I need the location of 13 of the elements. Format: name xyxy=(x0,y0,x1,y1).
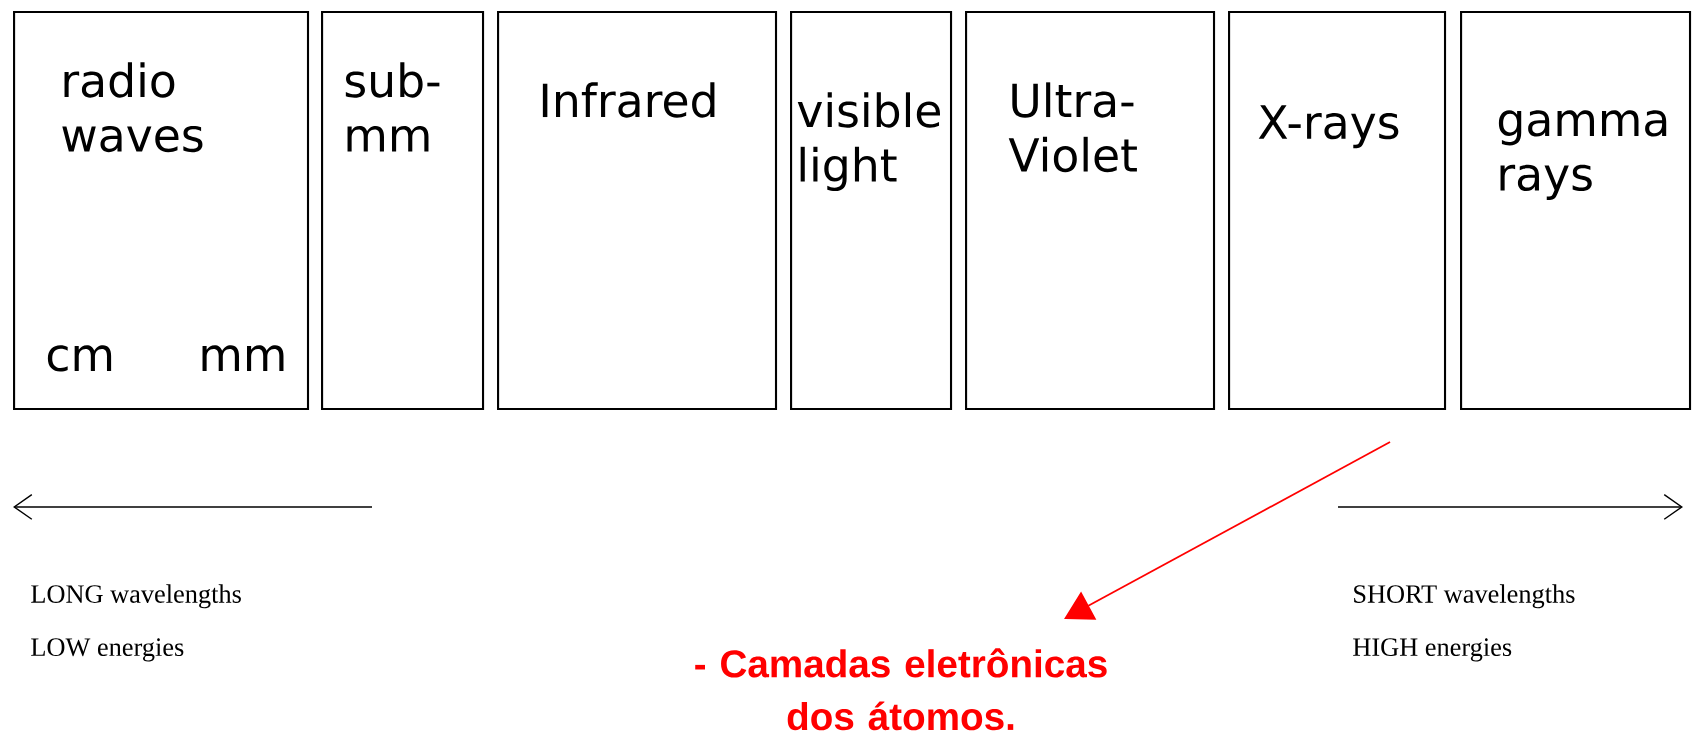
band-box: sub- mm xyxy=(321,11,485,410)
band-box: visible light xyxy=(790,11,953,410)
arrow xyxy=(1064,441,1391,620)
axis-label: LOW energies xyxy=(31,638,184,662)
band-box: gamma rays xyxy=(1460,11,1692,410)
band-box: X-rays xyxy=(1228,11,1447,410)
note-text: - Camadas eletrônicas dos átomos. xyxy=(695,648,1107,731)
axis-label: LONG wavelengths xyxy=(31,584,241,609)
axis-label: HIGH energies xyxy=(1353,638,1512,662)
band-box: Ultra- Violet xyxy=(965,11,1216,410)
axis-label: SHORT wavelengths xyxy=(1354,584,1575,609)
band-box: radio waves cm mm xyxy=(13,11,310,410)
band-box: Infrared xyxy=(497,11,778,410)
